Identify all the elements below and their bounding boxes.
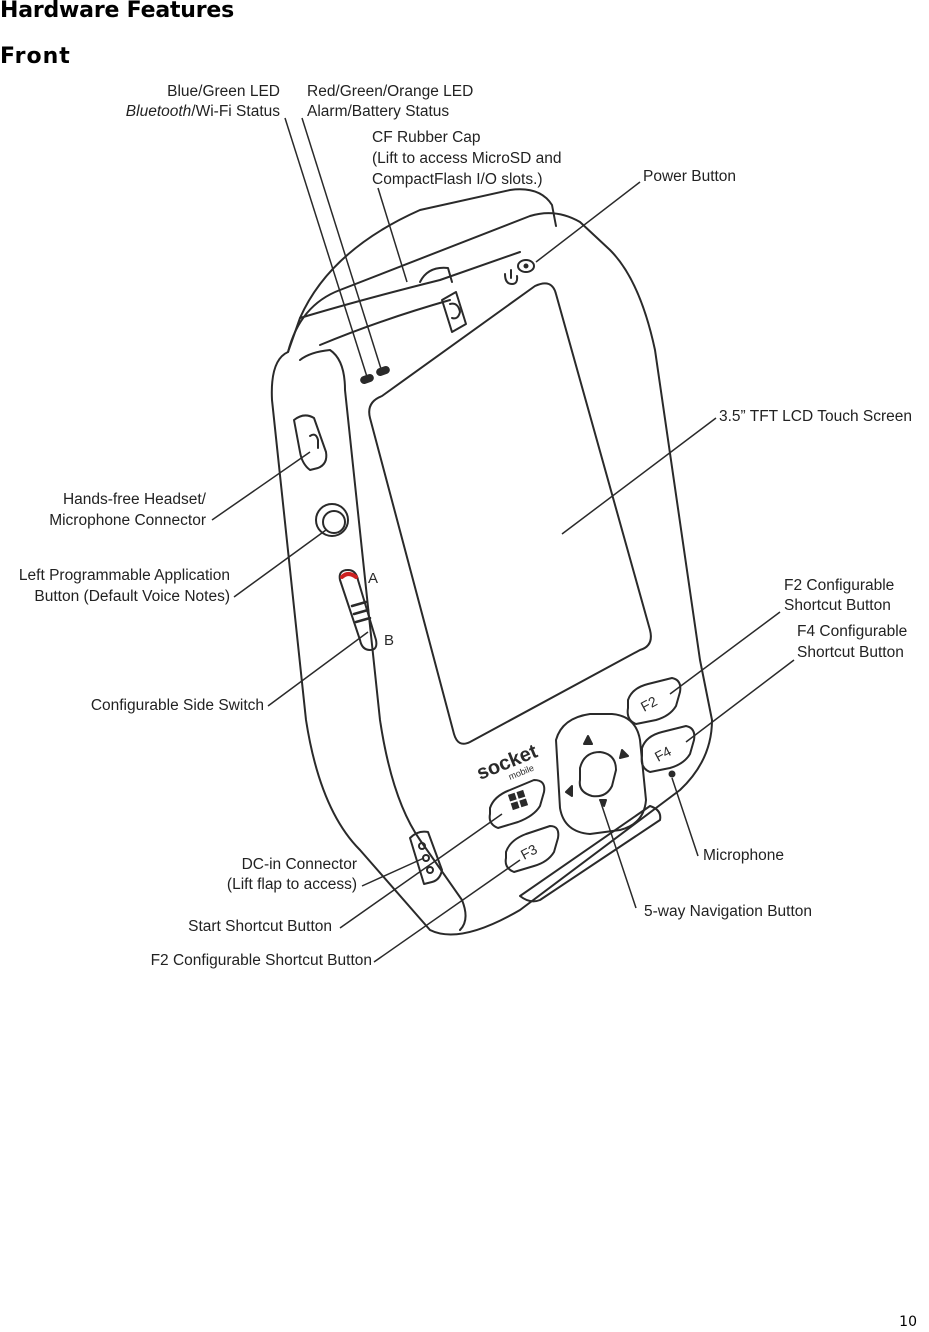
red-green-orange-led (376, 365, 390, 377)
leader-headset (211, 451, 311, 521)
leader-blue-green-led (284, 117, 369, 381)
side-switch (338, 569, 378, 651)
label-red-green-orange-led: Red/Green/Orange LED (307, 83, 473, 100)
key-f4-label: F4 (652, 743, 674, 765)
page-title: Hardware Features (0, 0, 235, 23)
label-left-app-button: Left Programmable Application (19, 567, 230, 584)
label-side-switch: Configurable Side Switch (91, 697, 264, 714)
label-cf-cap-2: (Lift to access MicroSD and (372, 150, 562, 167)
leader-f2-right (669, 611, 781, 695)
label-alarm-battery: Alarm/Battery Status (307, 103, 449, 120)
key-f2-label: F2 (638, 693, 660, 715)
device-body-outline (270, 212, 713, 936)
label-f2-bottom: F2 Configurable Shortcut Button (151, 952, 372, 969)
leader-red-green-orange-led (301, 117, 383, 373)
microphone-hole (668, 770, 676, 778)
label-power-button: Power Button (643, 168, 736, 185)
device-top-cap (287, 188, 557, 353)
label-microphone: Microphone (703, 847, 784, 864)
nav-center-button (578, 751, 617, 798)
label-dc-in: DC-in Connector (242, 856, 357, 873)
label-left-app-button-2: Button (Default Voice Notes) (34, 588, 230, 605)
switch-label-a: A (368, 570, 378, 587)
label-nav-button: 5-way Navigation Button (644, 903, 812, 920)
label-lcd-screen: 3.5” TFT LCD Touch Screen (719, 408, 912, 425)
leader-app-button (233, 529, 327, 598)
leader-cf-cap (377, 187, 408, 283)
label-blue-green-led: Blue/Green LED (167, 83, 280, 100)
leader-start (339, 813, 503, 929)
leader-lcd (561, 417, 717, 535)
key-start (488, 779, 546, 829)
key-f2 (626, 677, 682, 725)
label-f4: F4 Configurable (797, 623, 907, 640)
leader-side-switch (267, 631, 369, 707)
label-start-shortcut: Start Shortcut Button (188, 918, 332, 935)
power-button (517, 259, 535, 273)
key-f3-label: F3 (518, 841, 540, 863)
device-logo-icon (441, 291, 467, 333)
leader-power (535, 181, 641, 263)
label-cf-cap: CF Rubber Cap (372, 129, 481, 146)
switch-label-b: B (384, 632, 394, 649)
label-headset: Hands-free Headset/ (63, 491, 207, 508)
left-app-button (315, 503, 349, 537)
leader-f4 (685, 659, 795, 743)
page-number: 10 (899, 1314, 917, 1330)
label-f2-right-2: Shortcut Button (784, 597, 891, 614)
leader-nav (599, 799, 637, 909)
key-f4 (640, 725, 696, 773)
headset-connector (293, 414, 328, 471)
dc-in-connector (409, 830, 443, 885)
power-icon (504, 269, 519, 285)
windows-flag-icon (507, 789, 529, 811)
label-headset-2: Microphone Connector (49, 512, 206, 529)
leader-dc-in (361, 857, 425, 887)
label-f2-right: F2 Configurable (784, 577, 894, 594)
leader-f2-bottom (373, 859, 521, 963)
nav-pad-outer (555, 713, 647, 835)
section-subtitle: Front (0, 44, 71, 69)
label-cf-cap-3: CompactFlash I/O slots.) (372, 171, 543, 188)
label-dc-in-2: (Lift flap to access) (227, 876, 357, 893)
label-f4-2: Shortcut Button (797, 644, 904, 661)
leader-microphone (671, 777, 699, 857)
lcd-touch-screen (368, 282, 652, 745)
cf-rubber-cap (419, 266, 453, 283)
label-bt-wifi-status: Bluetooth/Wi-Fi Status (126, 103, 280, 120)
